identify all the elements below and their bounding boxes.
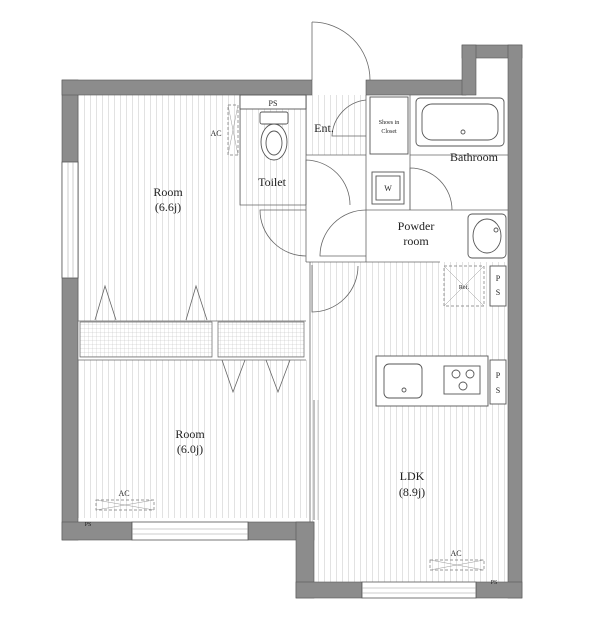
shoes-closet-label-1: Shoes in <box>379 120 400 126</box>
toilet-fixture <box>259 111 289 161</box>
interior-walls <box>78 95 508 522</box>
bathroom-label: Bathroom <box>450 150 499 164</box>
ps-bottom-left-label: PS <box>85 522 92 528</box>
ac-lower-label: AC <box>118 489 129 498</box>
ac-upper-label: AC <box>210 129 221 138</box>
ps-kitchen-label-1: P <box>496 274 501 283</box>
kitchen-counter <box>375 355 489 407</box>
ps-box-kitchen <box>489 265 507 307</box>
ac-units <box>95 104 485 571</box>
shoes-closet <box>369 96 409 155</box>
ps-stove-label-1: P <box>496 371 501 380</box>
fridge-label: Ref. <box>459 284 470 291</box>
ps-box-stove <box>489 359 507 405</box>
entrance-door <box>311 21 371 81</box>
ldk-name: LDK <box>400 469 425 483</box>
washer-label: W <box>384 184 392 193</box>
room-doors <box>259 99 453 313</box>
fridge-space <box>443 265 485 307</box>
ps-box-top <box>239 94 307 110</box>
room-lower-name: Room <box>175 427 205 441</box>
powder-room-label-2: room <box>403 234 429 248</box>
windows <box>61 161 477 599</box>
room-upper-name: Room <box>153 185 183 199</box>
ps-stove-label-2: S <box>496 386 500 395</box>
washer <box>371 171 405 205</box>
bathtub <box>415 97 505 147</box>
toilet-label: Toilet <box>258 175 286 189</box>
powder-room-label-1: Powder <box>398 219 435 233</box>
ps-bottom-right-label: PS <box>491 580 498 586</box>
sliding-door-ldk <box>313 400 319 520</box>
room-lower-size: (6.0j) <box>177 442 203 456</box>
washbasin <box>467 213 507 259</box>
ldk-size: (8.9j) <box>399 485 425 499</box>
room-upper-size: (6.6j) <box>155 200 181 214</box>
ps-kitchen-label-2: S <box>496 288 500 297</box>
ac-ldk-label: AC <box>450 549 461 558</box>
entrance-label: Ent. <box>314 121 334 135</box>
ps-top-label: PS <box>269 99 278 108</box>
shoes-closet-label-2: Closet <box>381 129 397 135</box>
closets <box>79 284 305 394</box>
